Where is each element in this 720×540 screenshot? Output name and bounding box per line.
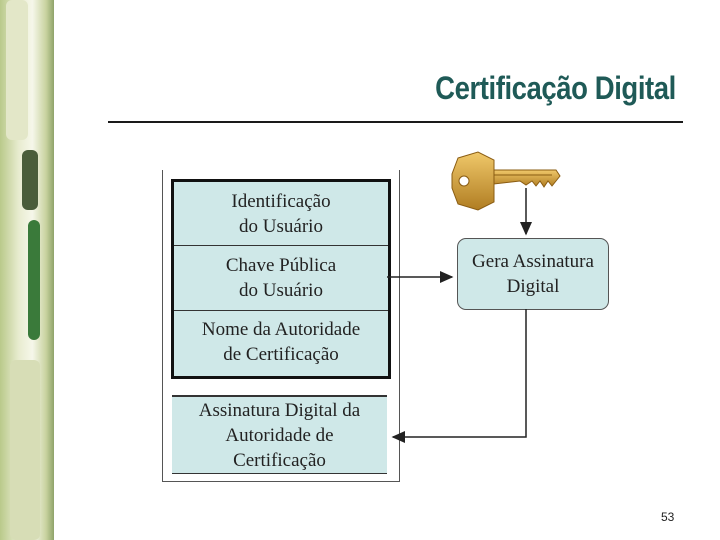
field-line: Chave Pública xyxy=(225,255,337,276)
slide-title: Certificação Digital xyxy=(435,70,676,106)
field-user-identification: Identificação do Usuário xyxy=(174,182,388,245)
page-number: 53 xyxy=(661,510,675,524)
field-divider xyxy=(174,245,388,246)
certificate-fields-box: Identificação do Usuário Chave Pública d… xyxy=(171,179,391,379)
field-line: de Certificação xyxy=(223,344,339,365)
process-line: Gera Assinatura xyxy=(472,251,594,272)
field-ca-name: Nome da Autoridade de Certificação xyxy=(174,311,388,373)
sidebar-stripe xyxy=(6,0,28,140)
signature-line: Autoridade de xyxy=(225,424,334,446)
key-icon xyxy=(451,151,561,211)
generate-signature-box: Gera Assinatura Digital xyxy=(457,238,609,310)
signature-line: Certificação xyxy=(233,449,326,471)
field-line: Nome da Autoridade xyxy=(201,319,361,340)
process-line: Digital xyxy=(506,276,560,297)
ca-signature-box: Assinatura Digital da Autoridade de Cert… xyxy=(172,395,387,474)
field-divider xyxy=(174,310,388,311)
field-line: do Usuário xyxy=(239,280,323,301)
title-underline xyxy=(108,121,683,123)
sidebar-stripe xyxy=(10,360,40,540)
decorative-sidebar xyxy=(0,0,54,540)
signature-line: Assinatura Digital da xyxy=(198,399,361,421)
field-line: Identificação xyxy=(231,190,331,212)
sidebar-stripe xyxy=(28,220,40,340)
field-line: do Usuário xyxy=(239,215,323,237)
sidebar-stripe xyxy=(22,150,38,210)
field-user-public-key: Chave Pública do Usuário xyxy=(174,246,388,310)
arrow-generator-to-signature xyxy=(391,309,527,443)
